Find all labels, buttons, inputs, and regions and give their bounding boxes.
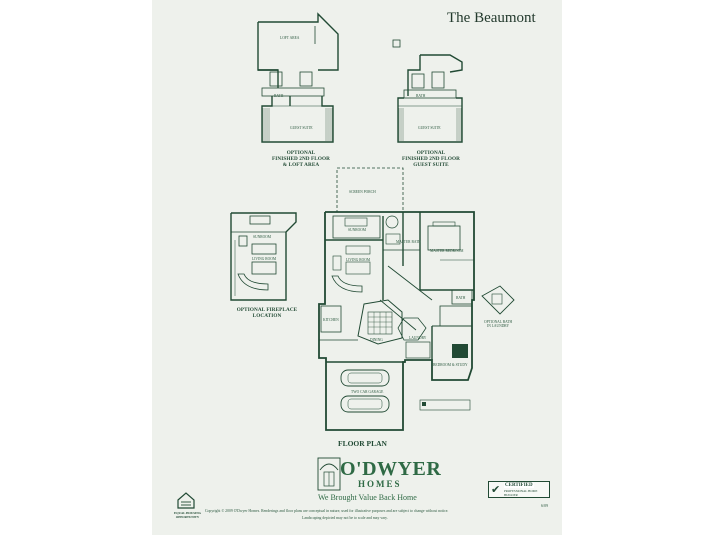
badge-line2: PROFESSIONAL HOME BUILDER xyxy=(504,489,538,497)
certified-builder-badge: ✔ CERTIFIED PROFESSIONAL HOME BUILDER xyxy=(488,481,550,498)
caption-floor-plan: FLOOR PLAN xyxy=(338,439,387,448)
room-label-loft-area: LOFT AREA xyxy=(280,36,300,40)
room-label-sunroom: SUNROOM xyxy=(348,228,366,232)
caption-loft-line3: & LOFT AREA xyxy=(282,162,320,168)
room-label-sunroom-opt: SUNROOM xyxy=(253,235,271,239)
main-floor-plan xyxy=(318,167,515,431)
room-label-bedroom-study: BEDROOM & STUDY xyxy=(433,363,468,367)
caption-guest-line1: OPTIONAL xyxy=(416,150,446,156)
caption-fireplace-line2: LOCATION xyxy=(252,313,282,319)
room-label-screen-porch: SCREEN PORCH xyxy=(349,190,376,194)
equal-housing-line1: EQUAL HOUSING xyxy=(174,511,202,515)
caption-fireplace-line1: OPTIONAL FIREPLACE xyxy=(236,307,298,313)
badge-line1: CERTIFIED xyxy=(504,483,534,488)
document-title: The Beaumont xyxy=(447,10,536,26)
room-label-bath-b: BATH xyxy=(416,94,426,98)
loft-area-plan xyxy=(257,12,339,143)
room-label-garage: TWO CAR GARAGE xyxy=(351,390,384,394)
room-label-master-bath: MASTER BATH xyxy=(396,240,421,244)
room-label-guest-suite-a: GUEST SUITE xyxy=(290,126,313,130)
guest-suite-plan xyxy=(392,39,463,143)
caption-loft-option: OPTIONAL FINISHED 2ND FLOOR & LOFT AREA xyxy=(268,150,334,168)
equal-housing-emblem xyxy=(177,492,195,509)
room-label-living-room-opt: LIVING ROOM xyxy=(252,257,277,261)
caption-guest-line2: FINISHED 2ND FLOOR xyxy=(401,156,460,162)
check-icon: ✔ xyxy=(491,483,501,496)
brand-emblem xyxy=(317,457,341,491)
document-sheet xyxy=(152,0,562,535)
room-label-guest-suite-b: GUEST SUITE xyxy=(418,126,441,130)
caption-guest-option: OPTIONAL FINISHED 2ND FLOOR GUEST SUITE xyxy=(398,150,464,168)
room-label-kitchen: KITCHEN xyxy=(323,318,339,322)
optional-bath-line1: OPTIONAL BATH xyxy=(484,320,513,324)
room-label-bath-main: BATH xyxy=(456,296,466,300)
room-label-laundry: LAUNDRY xyxy=(409,336,427,340)
room-label-optional-bath: OPTIONAL BATH IN LAUNDRY xyxy=(484,320,512,329)
equal-housing-line2: OPPORTUNITY xyxy=(175,515,200,519)
room-label-dining: DINING xyxy=(370,338,383,342)
caption-guest-line3: GUEST SUITE xyxy=(413,162,449,168)
landscaping-note: Landscaping depicted may not be to scale… xyxy=(302,516,388,520)
document-code: 6/09 xyxy=(541,503,549,508)
room-label-living-room: LIVING ROOM xyxy=(346,258,371,262)
caption-loft-line2: FINISHED 2ND FLOOR xyxy=(271,156,330,162)
brand-tagline: We Brought Value Back Home xyxy=(318,493,417,502)
room-label-master-bedroom: MASTER BEDROOM xyxy=(430,249,464,253)
caption-fireplace-option: OPTIONAL FIREPLACE LOCATION xyxy=(232,307,302,319)
optional-fireplace-plan xyxy=(230,212,297,301)
copyright-note: Copyright © 2009 O'Dwyer Homes. Renderin… xyxy=(205,509,449,513)
optional-bath-line2: IN LAUNDRY xyxy=(487,324,510,329)
equal-housing-text: EQUAL HOUSING OPPORTUNITY xyxy=(174,511,201,519)
room-label-bath-a: BATH xyxy=(274,94,284,98)
brand-sub: HOMES xyxy=(358,479,402,489)
caption-loft-line1: OPTIONAL xyxy=(286,150,316,156)
brand-name: O'DWYER xyxy=(340,458,442,480)
